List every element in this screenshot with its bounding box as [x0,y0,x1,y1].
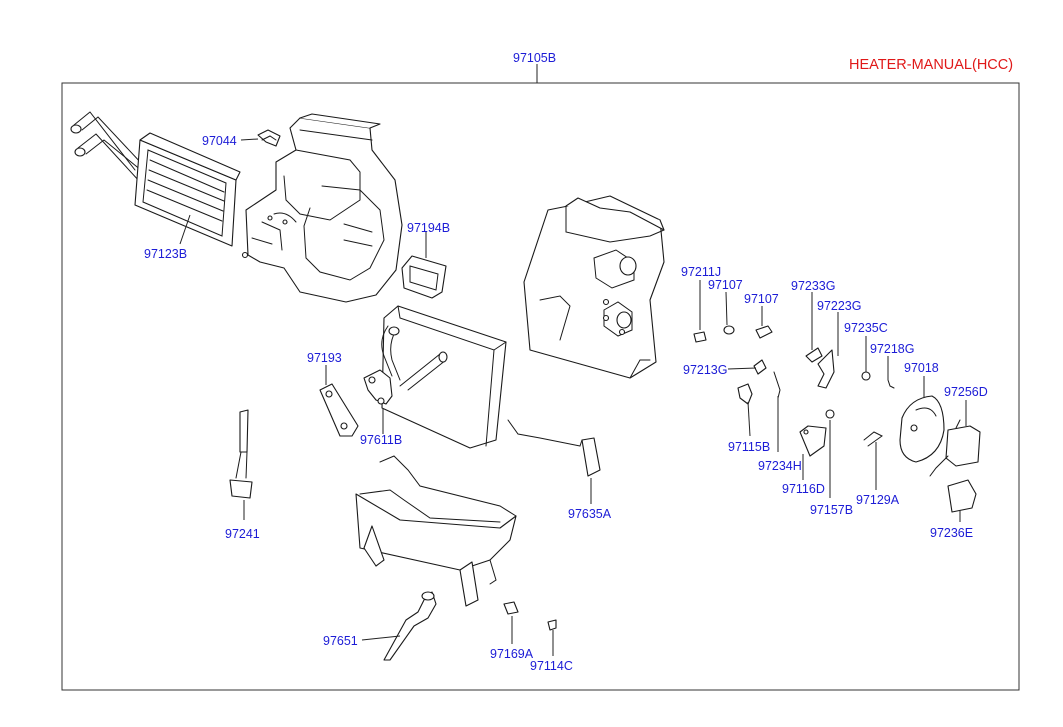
pin-g-part [887,379,895,389]
lever-g1-part [805,347,823,363]
label-bracket-e: 97236E [930,526,973,540]
plate-d-part [799,425,827,457]
spring-a-part [863,431,883,447]
label-lever-g1: 97233G [791,279,835,293]
duct-part [383,591,437,661]
label-actuator: 97256D [944,385,988,399]
label-cap-j: 97211J [681,265,721,279]
label-nut-2: 97107 [744,292,779,306]
clip-c-part [861,371,871,381]
label-plate-d: 97116D [782,482,825,496]
assembly-label: 97105B [513,51,556,65]
link-g-part [753,359,767,375]
label-link-h: 97234H [758,459,802,473]
bushing-b-part [825,409,835,419]
label-duct: 97651 [323,634,358,648]
label-sensor-wire: 97241 [225,527,260,541]
label-gasket: 97193 [307,351,342,365]
label-pipe-bracket: 97611B [360,433,402,447]
label-heater-core: 97123B [144,247,187,261]
nut-1-part [723,325,735,335]
label-aspirator: 97635A [568,507,612,521]
tray-bracket-part [355,455,517,607]
label-pin-g: 97218G [870,342,914,356]
label-link-g: 97213G [683,363,727,377]
label-screw-c: 97114C [530,659,573,673]
label-lever-g2: 97223G [817,299,861,313]
label-lever-b: 97115B [728,440,770,454]
blower-housing-part [241,113,403,303]
lever-g2-part [817,349,835,389]
heater-case-part [523,195,665,379]
heater-core-part [70,111,241,247]
label-bushing-a: 97169A [490,647,534,661]
cap-j-part [693,331,707,343]
assembly-frame [61,82,1020,691]
label-clip: 97044 [202,134,237,148]
evaporator-part [363,305,507,449]
resistor-part [401,255,447,299]
bushing-a-part [503,601,519,615]
cam-part [899,395,945,463]
clip-part [257,129,281,147]
lever-b-part [737,383,753,405]
aspirator-part [507,419,601,477]
bracket-e-part [947,479,977,513]
screw-c-part [547,619,557,631]
label-nut-1: 97107 [708,278,743,292]
label-cam: 97018 [904,361,939,375]
label-clip-c: 97235C [844,321,888,335]
label-bushing-b: 97157B [810,503,853,517]
link-h-part [773,371,781,399]
gasket-part [319,383,359,437]
sensor-wire-part [229,409,253,499]
actuator-part [929,419,981,477]
label-spring-a: 97129A [856,493,900,507]
label-resistor: 97194B [407,221,450,235]
diagram-title: HEATER-MANUAL(HCC) [849,57,1013,73]
nut-2-part [755,325,773,339]
